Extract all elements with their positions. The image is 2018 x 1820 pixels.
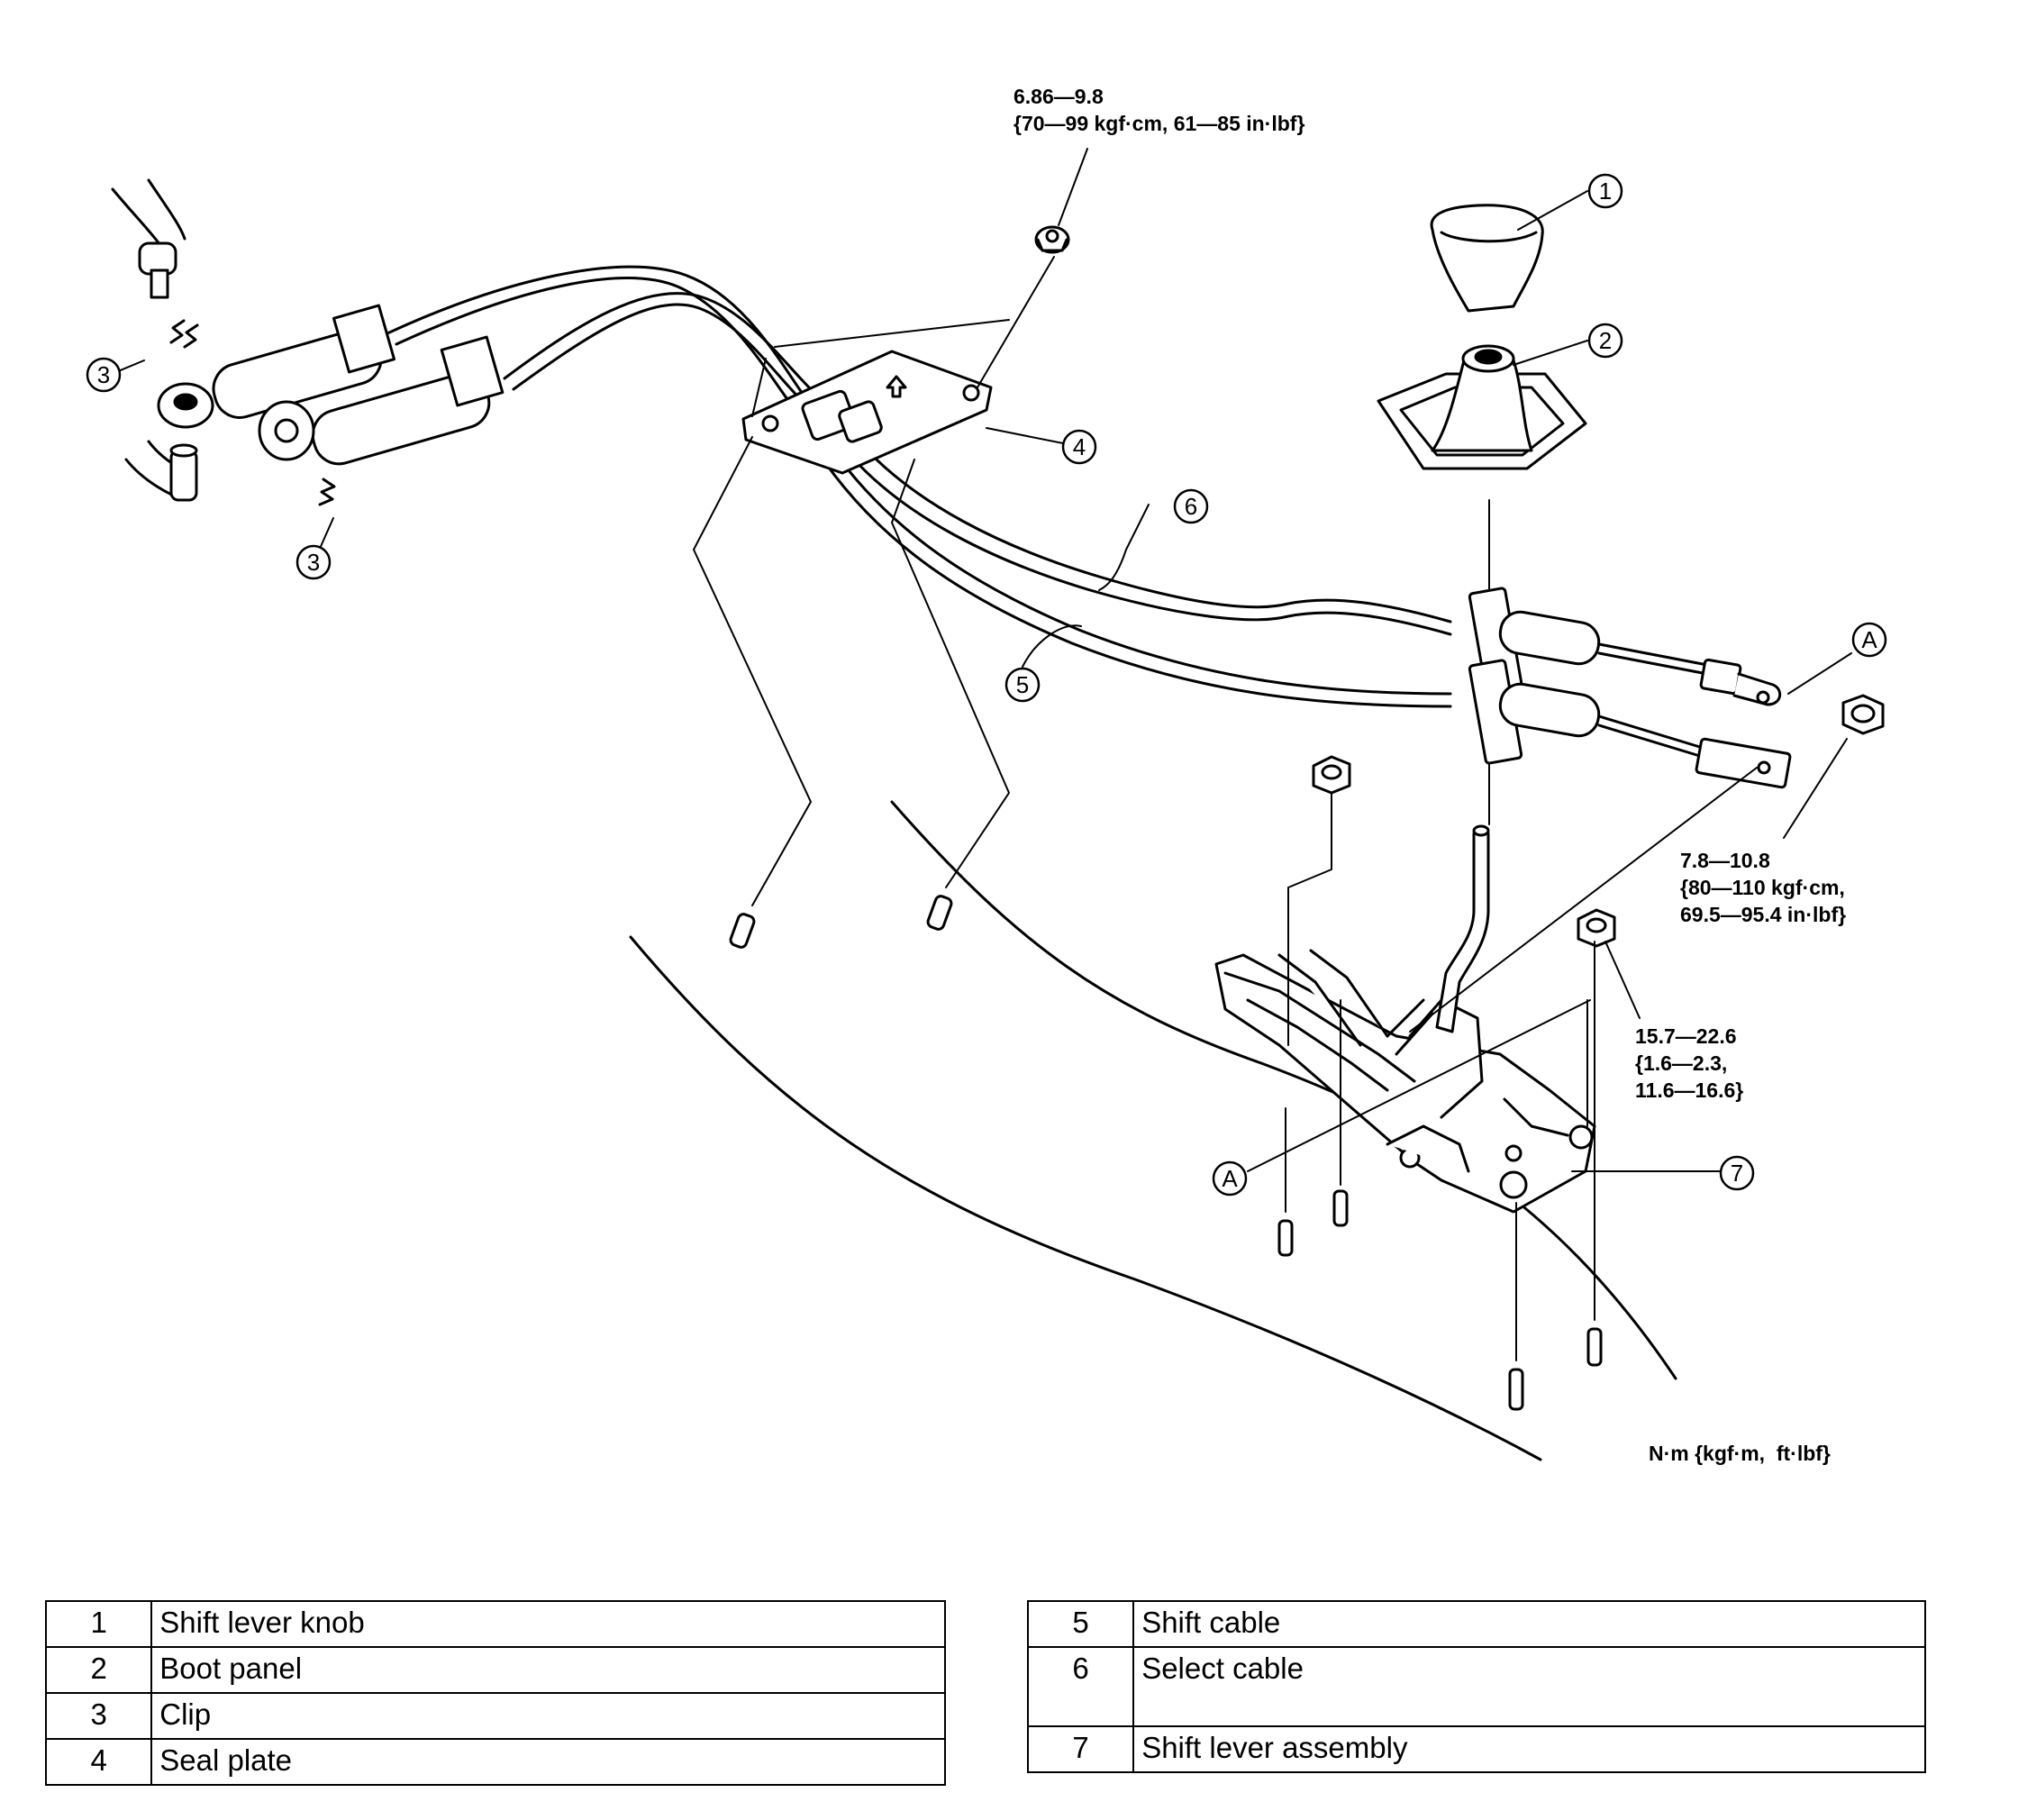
callout-circle-4 xyxy=(1061,429,1097,465)
callout-circle-A1 xyxy=(1851,622,1887,658)
legend-number: 7 xyxy=(1026,1725,1135,1773)
legend-part-name: Seal plate xyxy=(150,1738,946,1786)
callout-3b: 3 xyxy=(307,549,320,576)
callout-3a: 3 xyxy=(97,361,110,388)
clip-lower xyxy=(318,478,336,506)
floor-outline-outer xyxy=(629,935,1542,1461)
clip-upper xyxy=(169,319,199,349)
callout-6: 6 xyxy=(1185,493,1197,520)
callout-circles xyxy=(86,173,1887,1197)
callout-2: 2 xyxy=(1599,327,1612,354)
callout-circle-1 xyxy=(1587,173,1623,209)
cable-sleeve-upper xyxy=(212,304,396,419)
callout-circle-5 xyxy=(1004,667,1041,703)
cable-end-A-leader xyxy=(1787,652,1852,695)
seal-plate xyxy=(741,350,993,475)
boot-panel xyxy=(1377,344,1587,470)
callout-circle-7 xyxy=(1719,1155,1755,1191)
shift-lever-knob xyxy=(1430,204,1544,313)
torque-seal-plate-nut: 6.86—9.8 {70—99 kgf·cm, 61—85 in·lbf} xyxy=(1014,85,1305,135)
callout-1: 1 xyxy=(1599,177,1612,205)
callout-7: 7 xyxy=(1731,1160,1743,1187)
legend-part-name: Shift cable xyxy=(1132,1600,1926,1648)
stud-leaders xyxy=(693,436,1010,906)
floor-outline-inner xyxy=(890,800,1677,1380)
shift-cable-end xyxy=(1468,659,1792,789)
callout-circle-3b xyxy=(295,544,332,580)
lever-to-cable-leader xyxy=(1409,767,1758,1033)
torque-unit-note: N·m {kgf·m, ft·lbf} xyxy=(1649,1442,1831,1465)
callout-leaders xyxy=(111,190,1722,1172)
lever-nut-leader xyxy=(1604,941,1641,1019)
seal-plate-nut xyxy=(1034,225,1070,254)
callout-4: 4 xyxy=(1073,433,1086,460)
seal-plate-nut-leader xyxy=(1058,148,1088,226)
cable-end-nut-leader xyxy=(1783,738,1848,839)
callout-5: 5 xyxy=(1016,671,1029,698)
lever-A-leader xyxy=(1247,999,1591,1172)
cable-end-bushings xyxy=(157,382,315,461)
seal-plate-studs xyxy=(729,895,953,949)
legend-number: 5 xyxy=(1026,1600,1135,1648)
callout-circle-2 xyxy=(1587,323,1623,359)
legend-number: 4 xyxy=(44,1738,153,1786)
cable-sleeve-lower xyxy=(311,335,504,466)
torque-lever-nut: 15.7—22.6 {1.6—2.3, 11.6—16.6} xyxy=(1635,1024,1744,1102)
legend-number: 6 xyxy=(1026,1646,1135,1727)
legend-number: 2 xyxy=(44,1646,153,1694)
shift-lever-rod xyxy=(1435,824,1490,1033)
lever-studs xyxy=(1277,1189,1603,1411)
legend-part-name: Shift lever assembly xyxy=(1132,1725,1926,1773)
legend-number: 3 xyxy=(44,1692,153,1740)
legend-part-name: Clip xyxy=(150,1692,946,1740)
lever-stud-leaders xyxy=(1285,792,1595,1361)
torque-cable-end-nut: 7.8—10.8 {80—110 kgf·cm, 69.5—95.4 in·lb… xyxy=(1680,849,1847,926)
callout-A2: A xyxy=(1222,1165,1238,1192)
cables xyxy=(386,265,1452,708)
callout-circle-6 xyxy=(1173,488,1209,524)
lever-nut-left xyxy=(1312,755,1351,795)
callout-circle-A2 xyxy=(1212,1160,1248,1197)
exploded-view-diagram: 1 2 3 3 4 5 6 7 A A xyxy=(86,148,1887,1461)
legend-part-name: Boot panel xyxy=(150,1646,946,1694)
legend-part-name: Shift lever knob xyxy=(150,1600,946,1648)
legend-part-name: Select cable xyxy=(1132,1646,1926,1727)
transmission-linkage xyxy=(111,178,198,502)
cable-end-nut xyxy=(1841,694,1885,735)
seal-plate-leaders xyxy=(751,256,1055,417)
callout-circle-3a xyxy=(86,357,122,393)
shift-lever-assembly xyxy=(1214,949,1596,1214)
legend-number: 1 xyxy=(44,1600,153,1648)
callout-A1: A xyxy=(1861,626,1877,653)
lever-nut-right xyxy=(1577,908,1616,948)
